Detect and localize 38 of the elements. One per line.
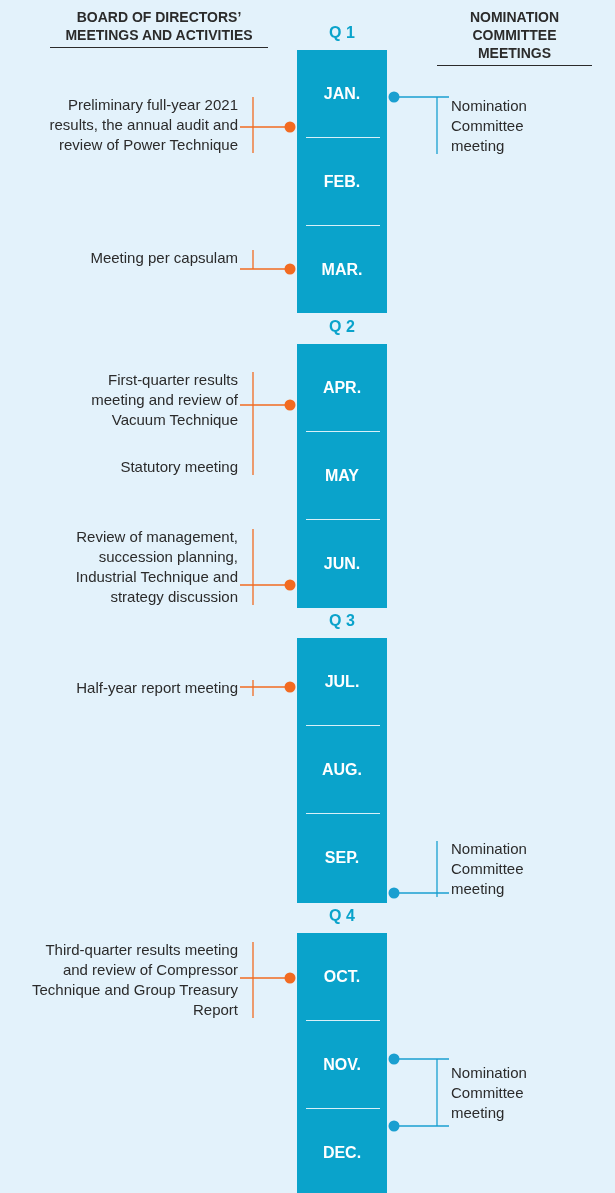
activity-text: Review of management, succession planning, Industrial Technique and strategy discussion: [74, 527, 238, 607]
activity-text: Nomination Committee meeting: [451, 839, 528, 899]
column-heading: BOARD OF DIRECTORS’ MEETINGS AND ACTIVITIES: [50, 8, 268, 48]
activity-text: Preliminary full-year 2021 results, the annual audit and review of Power Technique: [48, 95, 238, 155]
leader-line: [388, 1120, 450, 1132]
leader-line: [239, 121, 296, 133]
month-label: JAN.: [297, 50, 387, 138]
activity-text: Third-quarter results meeting and review of Compressor Technique and Group Treasury Report: [31, 940, 238, 1020]
leader-line: [388, 887, 450, 899]
leader-line: [239, 263, 296, 275]
leader-line: [388, 91, 450, 103]
leader-line: [388, 1053, 450, 1065]
quarter-label: Q 4: [328, 906, 356, 926]
quarter-label: Q 1: [328, 23, 356, 43]
quarter-label: Q 2: [328, 317, 356, 337]
activity-text: Nomination Committee meeting: [451, 96, 528, 156]
activity-text: Meeting per capsulam: [89, 248, 238, 268]
activity-text: Nomination Committee meeting: [451, 1063, 528, 1123]
month-label: MAR.: [297, 226, 387, 314]
leader-line: [239, 399, 296, 411]
month-label: APR.: [297, 344, 387, 432]
month-label: JUL.: [297, 638, 387, 726]
activity-text: First-quarter results meeting and review of Vacuum Technique: [90, 370, 238, 430]
column-heading: NOMINATION COMMITTEE MEETINGS: [437, 8, 592, 66]
month-label: OCT.: [297, 933, 387, 1021]
month-label: JUN.: [297, 520, 387, 608]
leader-line: [239, 972, 296, 984]
month-label: SEP.: [297, 814, 387, 902]
month-label: MAY: [297, 432, 387, 520]
quarter-label: Q 3: [328, 611, 356, 631]
leader-line: [239, 579, 296, 591]
activity-text: Half-year report meeting: [75, 678, 238, 698]
leader-line: [239, 681, 296, 693]
month-label: AUG.: [297, 726, 387, 814]
month-label: DEC.: [297, 1109, 387, 1193]
activity-text: Statutory meeting: [119, 457, 238, 477]
month-label: NOV.: [297, 1021, 387, 1109]
month-label: FEB.: [297, 138, 387, 226]
